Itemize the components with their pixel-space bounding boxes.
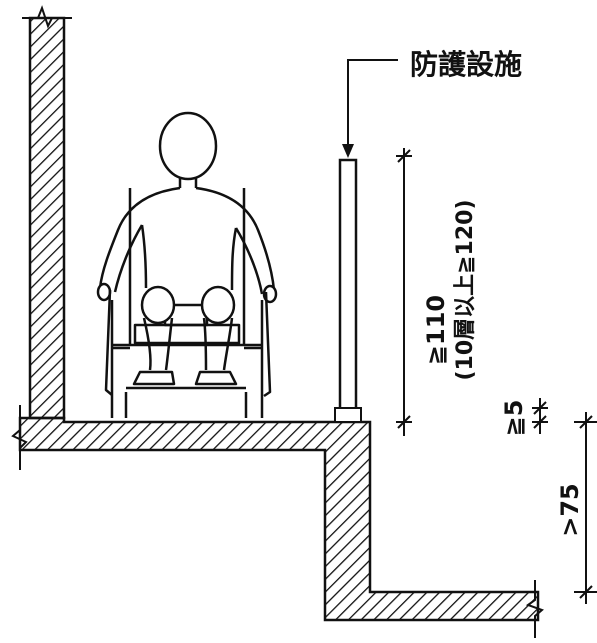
- left-wall: [22, 5, 72, 420]
- dimension-height: [396, 148, 412, 436]
- dimension-drop: [574, 412, 597, 604]
- railing-label: 防護設施: [410, 48, 522, 81]
- dimension-gap: [532, 398, 548, 434]
- railing-post: [334, 158, 362, 423]
- gap-label: ≧5: [500, 400, 528, 437]
- floor-slab: [11, 405, 544, 638]
- drop-label: >75: [556, 483, 584, 537]
- height-sub-label: (10層以上≧120): [453, 199, 478, 380]
- height-label: ≧110: [422, 295, 450, 365]
- railing-leader: [342, 59, 398, 158]
- wheelchair-user-icon: [96, 111, 278, 418]
